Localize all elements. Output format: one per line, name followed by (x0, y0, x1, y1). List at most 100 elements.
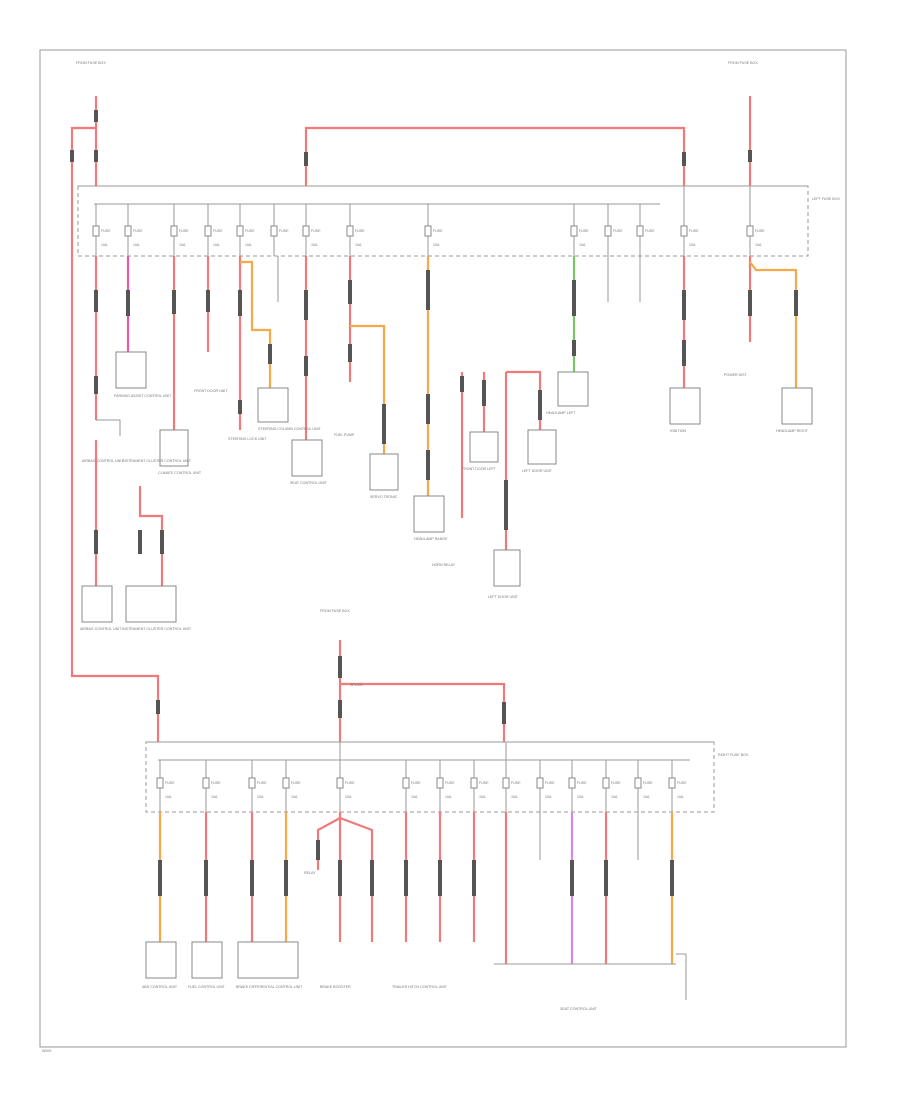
top-right-source-label: FROM FUSE BOX (728, 61, 758, 65)
lower-output-wires (158, 812, 687, 1000)
svg-text:FUSE: FUSE (611, 781, 621, 785)
component-u6 (291, 439, 323, 477)
fuse-u13: FUSE 10A (680, 186, 699, 256)
svg-text:STEERING LOCK UNIT: STEERING LOCK UNIT (228, 437, 267, 441)
svg-text:FUSE: FUSE (355, 229, 365, 233)
svg-text:FUEL PUMP: FUEL PUMP (334, 433, 355, 437)
svg-text:BRAKE DIFFERENTIAL CONTROL UNI: BRAKE DIFFERENTIAL CONTROL UNIT (236, 985, 303, 989)
top-bridge-connector-left (304, 152, 308, 166)
component-u5 (257, 387, 289, 423)
svg-text:FUSE: FUSE (411, 781, 421, 785)
svg-text:10A: 10A (213, 243, 220, 247)
component-u9 (413, 495, 445, 533)
svg-text:10A: 10A (577, 795, 584, 799)
svg-text:HORN RELAY: HORN RELAY (432, 563, 456, 567)
svg-text:10A: 10A (133, 243, 140, 247)
svg-text:FUEL CONTROL UNIT: FUEL CONTROL UNIT (188, 985, 226, 989)
svg-text:PARKING ASSIST CONTROL UNIT: PARKING ASSIST CONTROL UNIT (114, 394, 172, 398)
svg-text:10A: 10A (643, 795, 650, 799)
svg-text:FUSE: FUSE (479, 781, 489, 785)
svg-text:FUSE: FUSE (613, 229, 623, 233)
mid-source-label: FROM FUSE BOX (320, 609, 350, 613)
svg-text:10A: 10A (689, 243, 696, 247)
svg-text:FUSE: FUSE (291, 781, 301, 785)
top-right-source: FROM FUSE BOX (728, 61, 758, 186)
svg-text:TRAILER HITCH CONTROL UNIT: TRAILER HITCH CONTROL UNIT (392, 985, 448, 989)
fuse-l10: FUSE 10A (536, 760, 555, 812)
component-l1 (145, 941, 177, 979)
fuse-l13: FUSE 10A (634, 760, 653, 812)
svg-text:RELAY: RELAY (304, 871, 316, 875)
svg-text:BRAKE BOOSTER: BRAKE BOOSTER (320, 985, 351, 989)
component-u17 (125, 585, 177, 623)
svg-text:FUSE: FUSE (279, 229, 289, 233)
component-u2 (115, 351, 147, 389)
svg-text:FUSE: FUSE (165, 781, 175, 785)
svg-text:FUSE: FUSE (245, 229, 255, 233)
svg-text:FUSE: FUSE (645, 229, 655, 233)
component-u12 (493, 549, 521, 587)
lower-components: ABS CONTROL UNIT FUEL CONTROL UNIT BRAKE… (142, 871, 598, 1011)
svg-text:LEFT DOOR UNIT: LEFT DOOR UNIT (488, 595, 519, 599)
top-left-source: FROM FUSE BOX (76, 61, 106, 186)
svg-text:10A: 10A (245, 243, 252, 247)
svg-text:FRONT DOOR UNIT: FRONT DOOR UNIT (194, 389, 228, 393)
component-u10 (469, 431, 499, 463)
footer-code: W000 (42, 1049, 51, 1053)
svg-text:FUSE: FUSE (677, 781, 687, 785)
component-u4 (159, 429, 189, 467)
svg-text:FUSE: FUSE (545, 781, 555, 785)
svg-text:FUSE: FUSE (579, 229, 589, 233)
fuse-u12: FUSE (636, 204, 655, 256)
top-right-source-connector (748, 150, 752, 162)
svg-text:FUSE: FUSE (213, 229, 223, 233)
upper-fuse-box-outline (77, 185, 809, 257)
fuse-u11: FUSE (604, 204, 623, 256)
svg-text:10A: 10A (579, 243, 586, 247)
upper-fuse-box: LEFT FUSE BOX (77, 185, 840, 257)
fuse-u8: FUSE 10A (346, 204, 365, 256)
component-u13 (557, 371, 589, 407)
left-loop-connector-2 (156, 700, 160, 714)
top-bridge-wire (304, 126, 686, 186)
fuse-u4: FUSE 10A (204, 204, 223, 256)
svg-text:FUSE: FUSE (689, 229, 699, 233)
svg-text:STEERING COLUMN CONTROL UNIT: STEERING COLUMN CONTROL UNIT (258, 427, 322, 431)
svg-text:FUSE: FUSE (179, 229, 189, 233)
lower-fuse-box: RIGHT FUSE BOX (145, 741, 749, 813)
fuse-u5: FUSE 10A (236, 204, 255, 256)
svg-text:AIRBAG CONTROL UNIT: AIRBAG CONTROL UNIT (82, 459, 124, 463)
middle-source: FROM FUSE BOX SPLICE (320, 609, 506, 742)
top-left-source-connector-2 (94, 150, 98, 162)
lower-box-tag: RIGHT FUSE BOX (718, 753, 749, 757)
svg-text:FUSE: FUSE (257, 781, 267, 785)
fuse-u10: FUSE 10A (570, 204, 589, 256)
svg-text:10A: 10A (355, 243, 362, 247)
svg-text:FUSE: FUSE (311, 229, 321, 233)
svg-text:SEAT CONTROL UNIT: SEAT CONTROL UNIT (560, 1007, 598, 1011)
diagram-frame (39, 49, 847, 1048)
svg-text:INSTRUMENT CLUSTER CONTROL UNI: INSTRUMENT CLUSTER CONTROL UNIT (122, 459, 192, 463)
component-u14 (669, 387, 701, 425)
svg-text:10A: 10A (545, 795, 552, 799)
svg-text:10A: 10A (433, 243, 440, 247)
component-l2 (191, 941, 223, 979)
svg-text:10A: 10A (179, 243, 186, 247)
svg-text:HEADLAMP LEFT: HEADLAMP LEFT (546, 411, 576, 415)
svg-text:IGNITION: IGNITION (670, 429, 686, 433)
svg-text:INSTRUMENT CLUSTER CONTROL UNI: INSTRUMENT CLUSTER CONTROL UNIT (122, 627, 192, 631)
svg-text:FUSE: FUSE (101, 229, 111, 233)
svg-text:FUSE: FUSE (643, 781, 653, 785)
svg-text:10A: 10A (677, 795, 684, 799)
